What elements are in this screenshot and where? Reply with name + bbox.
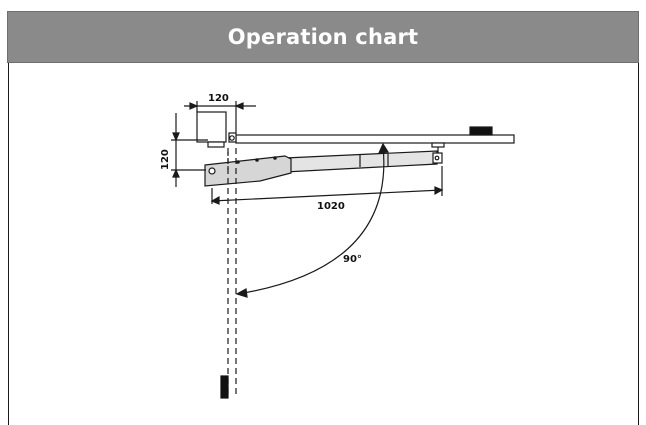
pillar [196, 111, 227, 143]
open-stop-block [220, 375, 229, 399]
angle-arc [237, 145, 385, 295]
dimension-length-label: 1020 [317, 201, 345, 212]
gate-leaf [235, 134, 515, 144]
operator-arm [204, 150, 443, 187]
pillar-bracket [207, 141, 225, 148]
dimension-height-label: 120 [160, 149, 171, 170]
gate-open-position [227, 148, 237, 398]
hinge-pin [229, 135, 235, 141]
page-title: Operation chart [227, 25, 419, 49]
header-bar: Operation chart [7, 11, 639, 63]
angle-label: 90° [343, 254, 362, 265]
gate-bracket [431, 142, 445, 148]
dimension-width-label: 120 [208, 93, 229, 104]
diagram-frame [8, 63, 639, 425]
gate-stop-block [469, 126, 493, 136]
